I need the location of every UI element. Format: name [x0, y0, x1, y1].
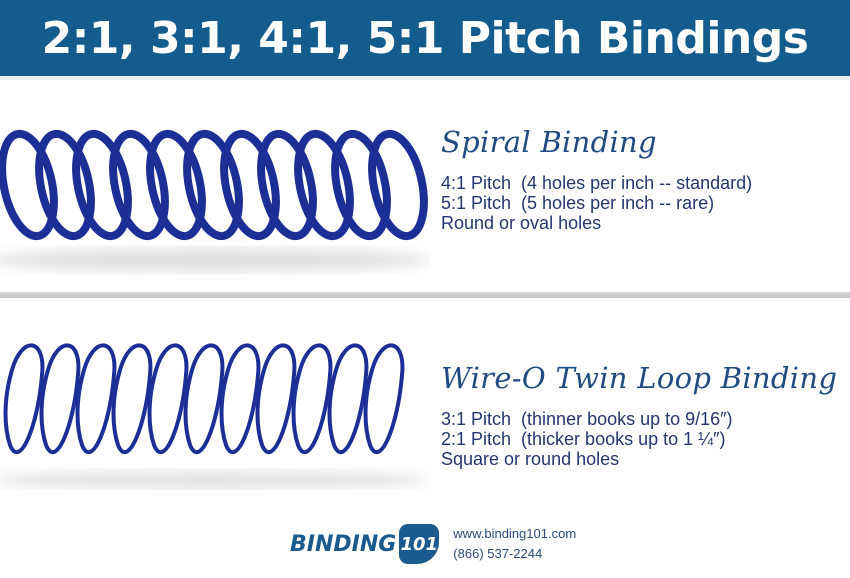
spiral-line-3: Round or oval holes	[441, 213, 602, 233]
logo-text: BINDING	[290, 531, 397, 557]
spiral-loop	[0, 129, 58, 241]
wireo-title: Wire-O Twin Loop Binding	[441, 361, 838, 395]
section-divider	[0, 292, 850, 298]
logo-badge: 101	[399, 524, 440, 564]
spiral-loop	[35, 129, 95, 241]
wireo-line-3: Square or round holes	[441, 449, 620, 469]
wireo-loop	[327, 343, 369, 454]
wireo-info: Wire-O Twin Loop Binding 3:1 Pitch (thin…	[441, 361, 837, 469]
page-title: 2:1, 3:1, 4:1, 5:1 Pitch Bindings	[41, 12, 809, 64]
phone-number: (866) 537-2244	[453, 546, 543, 561]
spiral-loop	[294, 129, 354, 241]
wireo-loop	[111, 343, 153, 454]
spiral-loop	[331, 129, 391, 241]
wireo-loop	[363, 343, 405, 454]
wireo-loop	[255, 343, 297, 454]
wireo-loop	[291, 343, 333, 454]
header-rule	[0, 76, 850, 80]
binding101-logo: BINDING 101	[290, 524, 440, 564]
wireo-line-2: 2:1 Pitch (thicker books up to 1 ¼″)	[441, 429, 726, 449]
wireo-loop	[147, 343, 189, 454]
spiral-loop	[257, 129, 317, 241]
contact-info: www.binding101.com (866) 537-2244	[453, 524, 576, 564]
spiral-loop	[183, 129, 243, 241]
spiral-line-2: 5:1 Pitch (5 holes per inch -- rare)	[441, 193, 715, 213]
wireo-line-1: 3:1 Pitch (thinner books up to 9/16″)	[441, 409, 733, 429]
wireo-coil-image	[0, 330, 430, 490]
website-link[interactable]: www.binding101.com	[453, 526, 577, 541]
spiral-line-1: 4:1 Pitch (4 holes per inch -- standard)	[441, 173, 753, 193]
wireo-loop	[219, 343, 261, 454]
spiral-loop	[220, 129, 280, 241]
spiral-coil-image	[0, 105, 430, 280]
wireo-loop	[39, 343, 81, 454]
footer: BINDING 101 www.binding101.com (866) 537…	[290, 524, 576, 564]
spiral-title: Spiral Binding	[441, 125, 657, 159]
spiral-loop	[109, 129, 169, 241]
wireo-loop	[75, 343, 117, 454]
spiral-info: Spiral Binding 4:1 Pitch (4 holes per in…	[441, 125, 752, 233]
wireo-loop	[3, 343, 45, 454]
wireo-loop	[183, 343, 225, 454]
spiral-loop	[146, 129, 206, 241]
page-title-banner: 2:1, 3:1, 4:1, 5:1 Pitch Bindings	[0, 0, 850, 76]
spiral-loop	[368, 129, 428, 241]
spiral-loop	[72, 129, 132, 241]
